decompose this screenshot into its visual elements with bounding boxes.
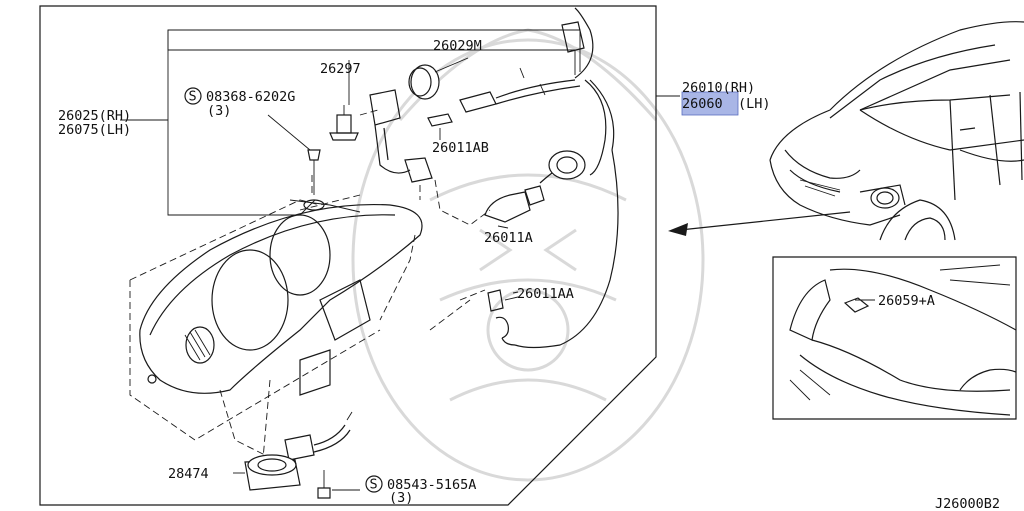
screw-symbol-2: S [365, 475, 383, 493]
bottom-connector [284, 411, 353, 461]
bulb-26011A [484, 150, 586, 223]
main-parts-frame [39, 5, 657, 506]
label-08543-code: 08543-5165A [387, 477, 476, 493]
cover-28474 [233, 454, 301, 491]
label-26297: 26297 [320, 61, 361, 77]
screw-symbol-1: S [184, 87, 202, 105]
leader-lines [497, 95, 875, 301]
label-26011AB: 26011AB [432, 140, 489, 156]
label-26060-lh: (LH) [738, 96, 771, 112]
label-26011AA: 26011AA [517, 286, 574, 302]
label-26029M: 26029M [433, 38, 482, 54]
highlight-26060 [681, 91, 739, 116]
label-08368-qty: (3) [207, 103, 231, 119]
socket-connector [369, 89, 433, 183]
location-arrow [668, 211, 851, 236]
label-08368-code: 08368-6202G [206, 89, 295, 105]
label-26059A: 26059+A [878, 293, 935, 309]
label-26060-num: 26060 [682, 96, 723, 112]
screw-08543 [317, 470, 360, 499]
car-illustration [769, 21, 1024, 241]
label-08543-qty: (3) [389, 490, 413, 506]
part-labels: 26025(RH) 26075(LH) 08368-6202G (3) 2629… [58, 38, 1000, 511]
screw-08368 [267, 114, 325, 211]
diagram-id: J26000B2 [935, 496, 1000, 511]
headlamp-housing [139, 199, 423, 396]
harness-top [459, 7, 619, 349]
watermark-emblem [351, 28, 705, 482]
screw-symbol-1-text: S [189, 89, 197, 105]
label-28474: 28474 [168, 466, 209, 482]
dashed-guides [129, 109, 491, 471]
label-26025-rh: 26025(RH) [58, 108, 131, 124]
bulb-26297 [329, 60, 359, 141]
label-26075-lh: 26075(LH) [58, 122, 131, 138]
label-26011A: 26011A [484, 230, 533, 246]
assembly-bracket [120, 29, 581, 216]
clip-26011AB [427, 113, 453, 140]
bulb-26011AA [487, 289, 519, 346]
label-26010-rh: 26010(RH) [682, 80, 755, 96]
screw-symbol-2-text: S [370, 477, 378, 493]
inset-detail-frame [772, 256, 1017, 420]
cap-26029M [408, 57, 469, 100]
